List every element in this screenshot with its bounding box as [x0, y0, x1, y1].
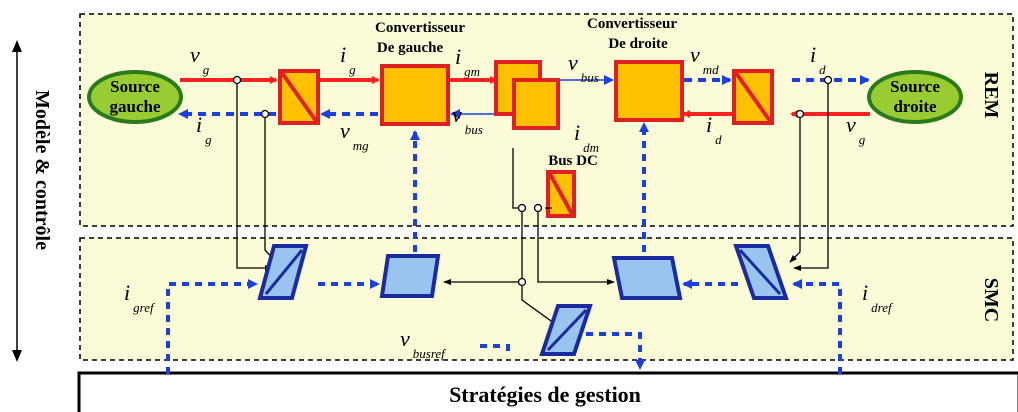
- signal-v-bus-top: vbus: [568, 50, 599, 85]
- converter-left-block: [380, 64, 450, 126]
- signal-v-busref: vbusref: [400, 326, 447, 361]
- source-right-line1: Source: [890, 77, 940, 96]
- converter-right-title-1: Convertisseur: [587, 16, 677, 32]
- control-block-bus: [539, 304, 593, 356]
- control-block-left-converter: [379, 254, 441, 298]
- signal-i-gref: igref: [124, 280, 156, 315]
- signal-v-md: vmd: [690, 42, 719, 77]
- converter-right-block: [614, 60, 684, 122]
- signal-v-mg: vmg: [340, 118, 369, 153]
- control-block-right-filter: [733, 244, 789, 300]
- source-left: Source gauche: [87, 70, 183, 124]
- converter-left-title-2: De gauche: [377, 40, 444, 56]
- filter-right: [732, 69, 774, 125]
- strategy-label: Stratégies de gestion: [449, 382, 641, 407]
- filter-left: [278, 69, 320, 125]
- signal-i-d-top: id: [810, 42, 826, 77]
- signal-v-bus-left: vbus: [452, 102, 483, 137]
- side-label: Modèle & contrôle: [31, 90, 53, 250]
- signal-i-g-left: ig: [196, 112, 212, 147]
- control-arrows: [166, 122, 842, 374]
- side-axis-top-head: [12, 40, 22, 52]
- signal-i-gm: igm: [455, 44, 480, 79]
- converter-left-title-1: Convertisseur: [375, 20, 465, 36]
- side-axis-bottom-head: [12, 350, 22, 362]
- control-block-right-converter: [611, 256, 683, 300]
- measurement-lines: [232, 75, 833, 327]
- rem-label: REM: [980, 72, 1002, 119]
- source-left-line1: Source: [110, 77, 160, 96]
- signal-i-dm: idm: [574, 120, 599, 155]
- signal-v-g-left: vg: [190, 42, 210, 77]
- strategy-panel: [77, 371, 1018, 412]
- signal-i-d-bottom: id: [706, 112, 722, 147]
- converter-right-title-2: De droite: [608, 36, 668, 52]
- bus-dc-element: [546, 170, 576, 218]
- bus-block-front: [512, 78, 560, 130]
- signal-v-g-right: vg: [846, 112, 866, 147]
- bus-dc-label: Bus DC: [548, 153, 598, 169]
- source-right-line2: droite: [893, 97, 937, 116]
- source-right: Source droite: [867, 70, 963, 124]
- smc-label: SMC: [980, 278, 1002, 322]
- signal-i-dref: idref: [862, 280, 894, 315]
- control-block-left-filter: [257, 244, 309, 300]
- source-left-line2: gauche: [110, 97, 161, 116]
- signal-i-g-top: ig: [340, 42, 356, 77]
